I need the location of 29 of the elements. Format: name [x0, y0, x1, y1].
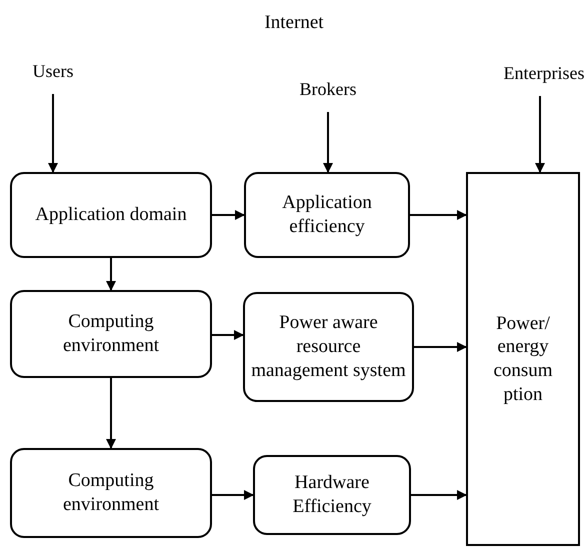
box-text: Hardware Efficiency [292, 471, 372, 519]
box-text: Power/ energy consum ption [492, 312, 554, 406]
arrow [212, 490, 254, 500]
arrow [414, 342, 467, 352]
process-box [253, 455, 411, 535]
node-label: Users [20, 58, 86, 84]
box-text: Computing environment [62, 469, 160, 517]
box-text: Computing environment [62, 310, 160, 358]
consumption-box [466, 172, 580, 546]
arrow [48, 94, 58, 173]
arrow [106, 258, 116, 291]
process-box [244, 172, 410, 258]
arrow [212, 330, 244, 340]
arrow [535, 96, 545, 173]
arrow [410, 210, 467, 220]
process-box [10, 448, 212, 538]
box-text: Application domain [35, 203, 187, 227]
box-text: Application efficiency [281, 191, 373, 239]
node-label: Enterprises [500, 60, 588, 86]
node-label: Brokers [288, 76, 368, 102]
process-box [243, 292, 414, 402]
arrow [106, 378, 116, 449]
box-text: Power aware resource management system [251, 311, 406, 383]
arrow [212, 210, 245, 220]
process-box [10, 172, 212, 258]
process-box [10, 290, 212, 378]
title: Internet [263, 12, 325, 34]
arrow [323, 112, 333, 173]
arrow [411, 490, 467, 500]
